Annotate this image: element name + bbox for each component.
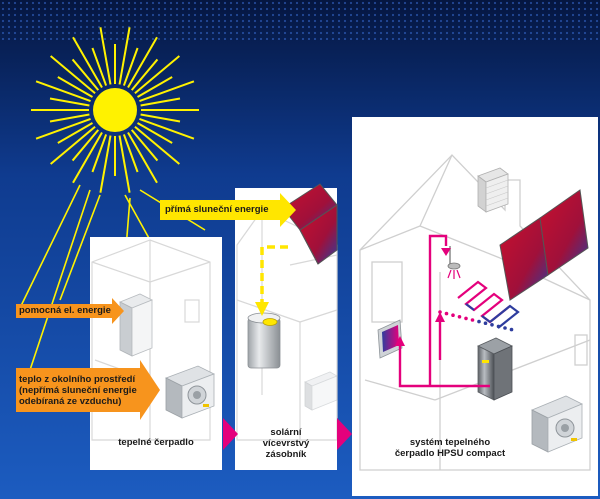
label-direct-solar: přímá sluneční energie (165, 204, 269, 215)
sun-ray (57, 122, 93, 144)
sun-ray (134, 55, 180, 95)
chevron-right-icon (223, 418, 238, 450)
panel-heat-pump (90, 237, 222, 470)
sun-ray-long (29, 189, 91, 371)
heating-dot (457, 315, 462, 319)
radiator-icon (377, 319, 403, 359)
sun-ray (91, 134, 108, 173)
heating-dot (509, 327, 514, 332)
sun-ray (118, 27, 131, 85)
outdoor-unit-system-icon (531, 395, 583, 453)
sun-ray (139, 117, 195, 140)
sun-ray (35, 80, 91, 103)
heating-dot (490, 323, 494, 327)
heating-dot (477, 319, 481, 324)
sun-ray (49, 113, 90, 123)
heating-dot (464, 316, 468, 321)
underfloor-heating-icon (457, 280, 520, 329)
arrow-aux-energy (16, 298, 124, 324)
label-ambient-heat: teplo z okolního prostředí (nepřímá slun… (19, 374, 137, 407)
sun-ray (130, 58, 159, 91)
heating-dot (444, 311, 449, 316)
sun-ray (130, 129, 159, 162)
sun-ray (140, 97, 181, 107)
sun-ray (139, 80, 195, 103)
sun-ray-long (59, 194, 101, 301)
sun-ray-long (17, 184, 81, 313)
sun-ray (127, 132, 158, 184)
sun-ray (50, 125, 96, 165)
solar-collector-icon (282, 183, 338, 265)
sun-ray (127, 36, 158, 88)
sun-ray (72, 36, 103, 88)
sun-disc (93, 88, 137, 132)
label-aux-energy: pomocná el. energie (19, 305, 111, 316)
label-heat-pump: tepelné čerpadlo (118, 437, 194, 448)
outdoor-unit-icon (165, 365, 215, 419)
heating-dot (470, 318, 475, 322)
sun-ray (57, 76, 93, 98)
hpsu-compact-unit-icon (477, 337, 513, 401)
heat-flow-arrowheads (395, 248, 451, 346)
sun-ray (140, 113, 181, 123)
sun-ray (99, 135, 112, 193)
solar-to-tank-arrow (255, 245, 288, 316)
sun-ray (137, 122, 173, 144)
sun-ray (50, 55, 96, 95)
heating-dot (451, 313, 455, 318)
sun-ray (122, 47, 139, 86)
background-dot-band (0, 0, 600, 40)
sun-ray (118, 135, 131, 193)
label-storage: solární vícevrstvý zásobník (262, 427, 310, 460)
sun-ray (99, 27, 112, 85)
heating-dots (438, 310, 514, 332)
chimney-icon (477, 167, 509, 213)
chevron-right-icon (337, 418, 352, 450)
arrow-direct-solar (160, 193, 296, 227)
sun-ray (49, 97, 90, 107)
sun-ray (91, 47, 108, 86)
label-system: systém tepelného čerpadlo HPSU compact (394, 437, 506, 459)
arrow-ambient-heat (16, 360, 160, 420)
heating-dot (496, 324, 501, 329)
outdoor-unit-faded-icon (304, 371, 338, 411)
solar-collector-array-icon (499, 189, 589, 301)
sun-ray (122, 134, 139, 173)
heating-dot (483, 321, 488, 326)
sun-ray (71, 58, 100, 91)
heat-flow-lines (398, 234, 490, 388)
sun-ray (137, 76, 173, 98)
storage-tank-icon (247, 312, 281, 369)
sun-ray (71, 129, 100, 162)
sun-ray (134, 125, 180, 165)
heating-dot (503, 326, 507, 330)
indoor-unit-icon (119, 293, 153, 357)
sun-ray (72, 132, 103, 184)
sun-ray (35, 117, 91, 140)
